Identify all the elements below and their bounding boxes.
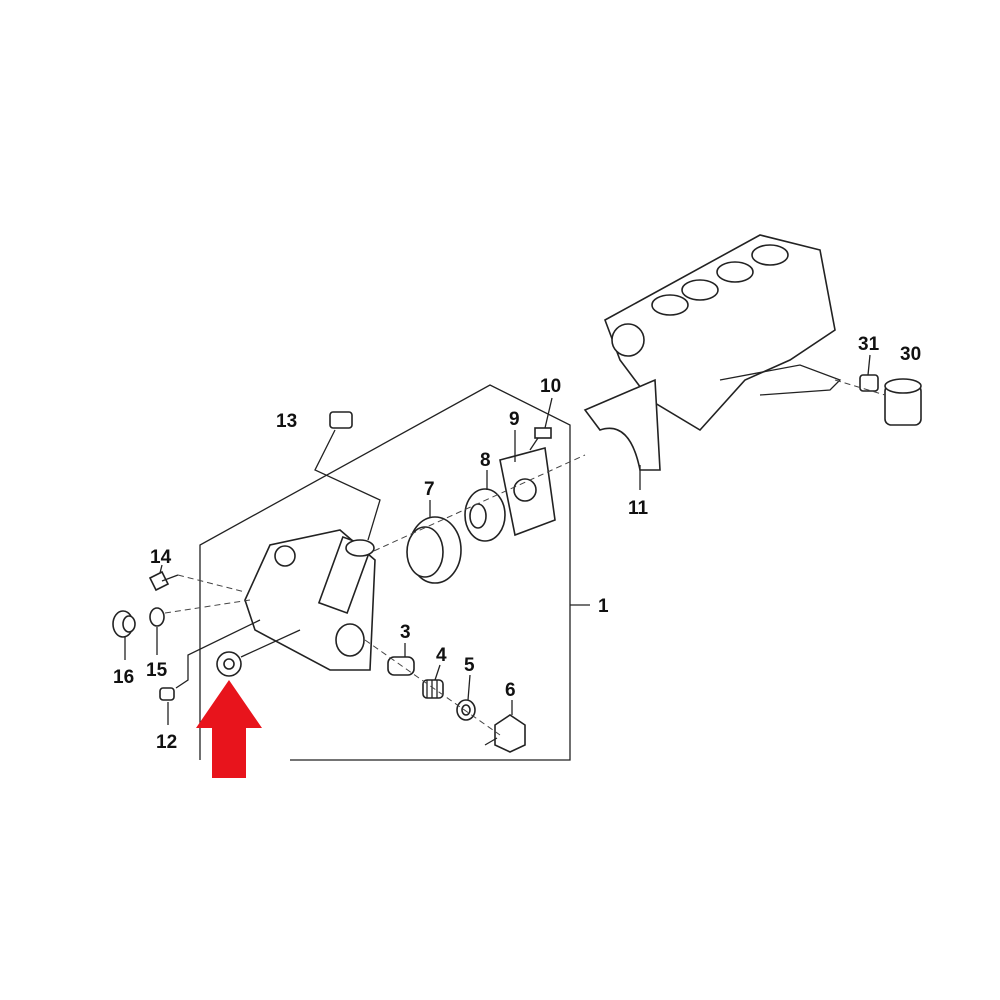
part-13-plug: [314, 411, 381, 541]
callout-14: 14: [150, 547, 172, 568]
callout-12: 12: [156, 732, 177, 753]
part-30-oil-filter: [884, 378, 922, 426]
part-6-plug-bolt: [484, 714, 526, 753]
callout-11: 11: [628, 498, 649, 519]
callout-5: 5: [464, 655, 475, 676]
callout-31: 31: [858, 334, 880, 355]
part-11-seal: [583, 378, 661, 471]
callout-7: 7: [424, 479, 435, 500]
part-14-bolt: [148, 570, 179, 592]
callout-1: 1: [598, 596, 609, 617]
part-31-fitting: [859, 374, 879, 392]
callout-15: 15: [146, 660, 168, 681]
callout-13: 13: [276, 411, 297, 432]
highlighted-washer: [216, 651, 242, 677]
oil-pump-housing: [244, 529, 376, 671]
engine-block: [604, 234, 842, 432]
part-16-cap: [112, 610, 136, 638]
callout-9: 9: [509, 409, 520, 430]
part-12-dowel: [159, 687, 175, 701]
highlight-arrow: [196, 680, 262, 778]
part-7-outer-gear: [406, 516, 462, 584]
callout-10: 10: [540, 376, 561, 397]
part-8-inner-gear: [464, 488, 506, 542]
part-10-bolt: [529, 427, 552, 451]
callout-4: 4: [436, 645, 447, 666]
callout-3: 3: [400, 622, 411, 643]
callout-30: 30: [900, 344, 921, 365]
callout-6: 6: [505, 680, 516, 701]
callout-16: 16: [113, 667, 134, 688]
part-4-spring: [422, 679, 444, 699]
part-5-washer: [456, 699, 476, 721]
callout-8: 8: [480, 450, 491, 471]
part-15-seal-ring: [149, 607, 165, 627]
